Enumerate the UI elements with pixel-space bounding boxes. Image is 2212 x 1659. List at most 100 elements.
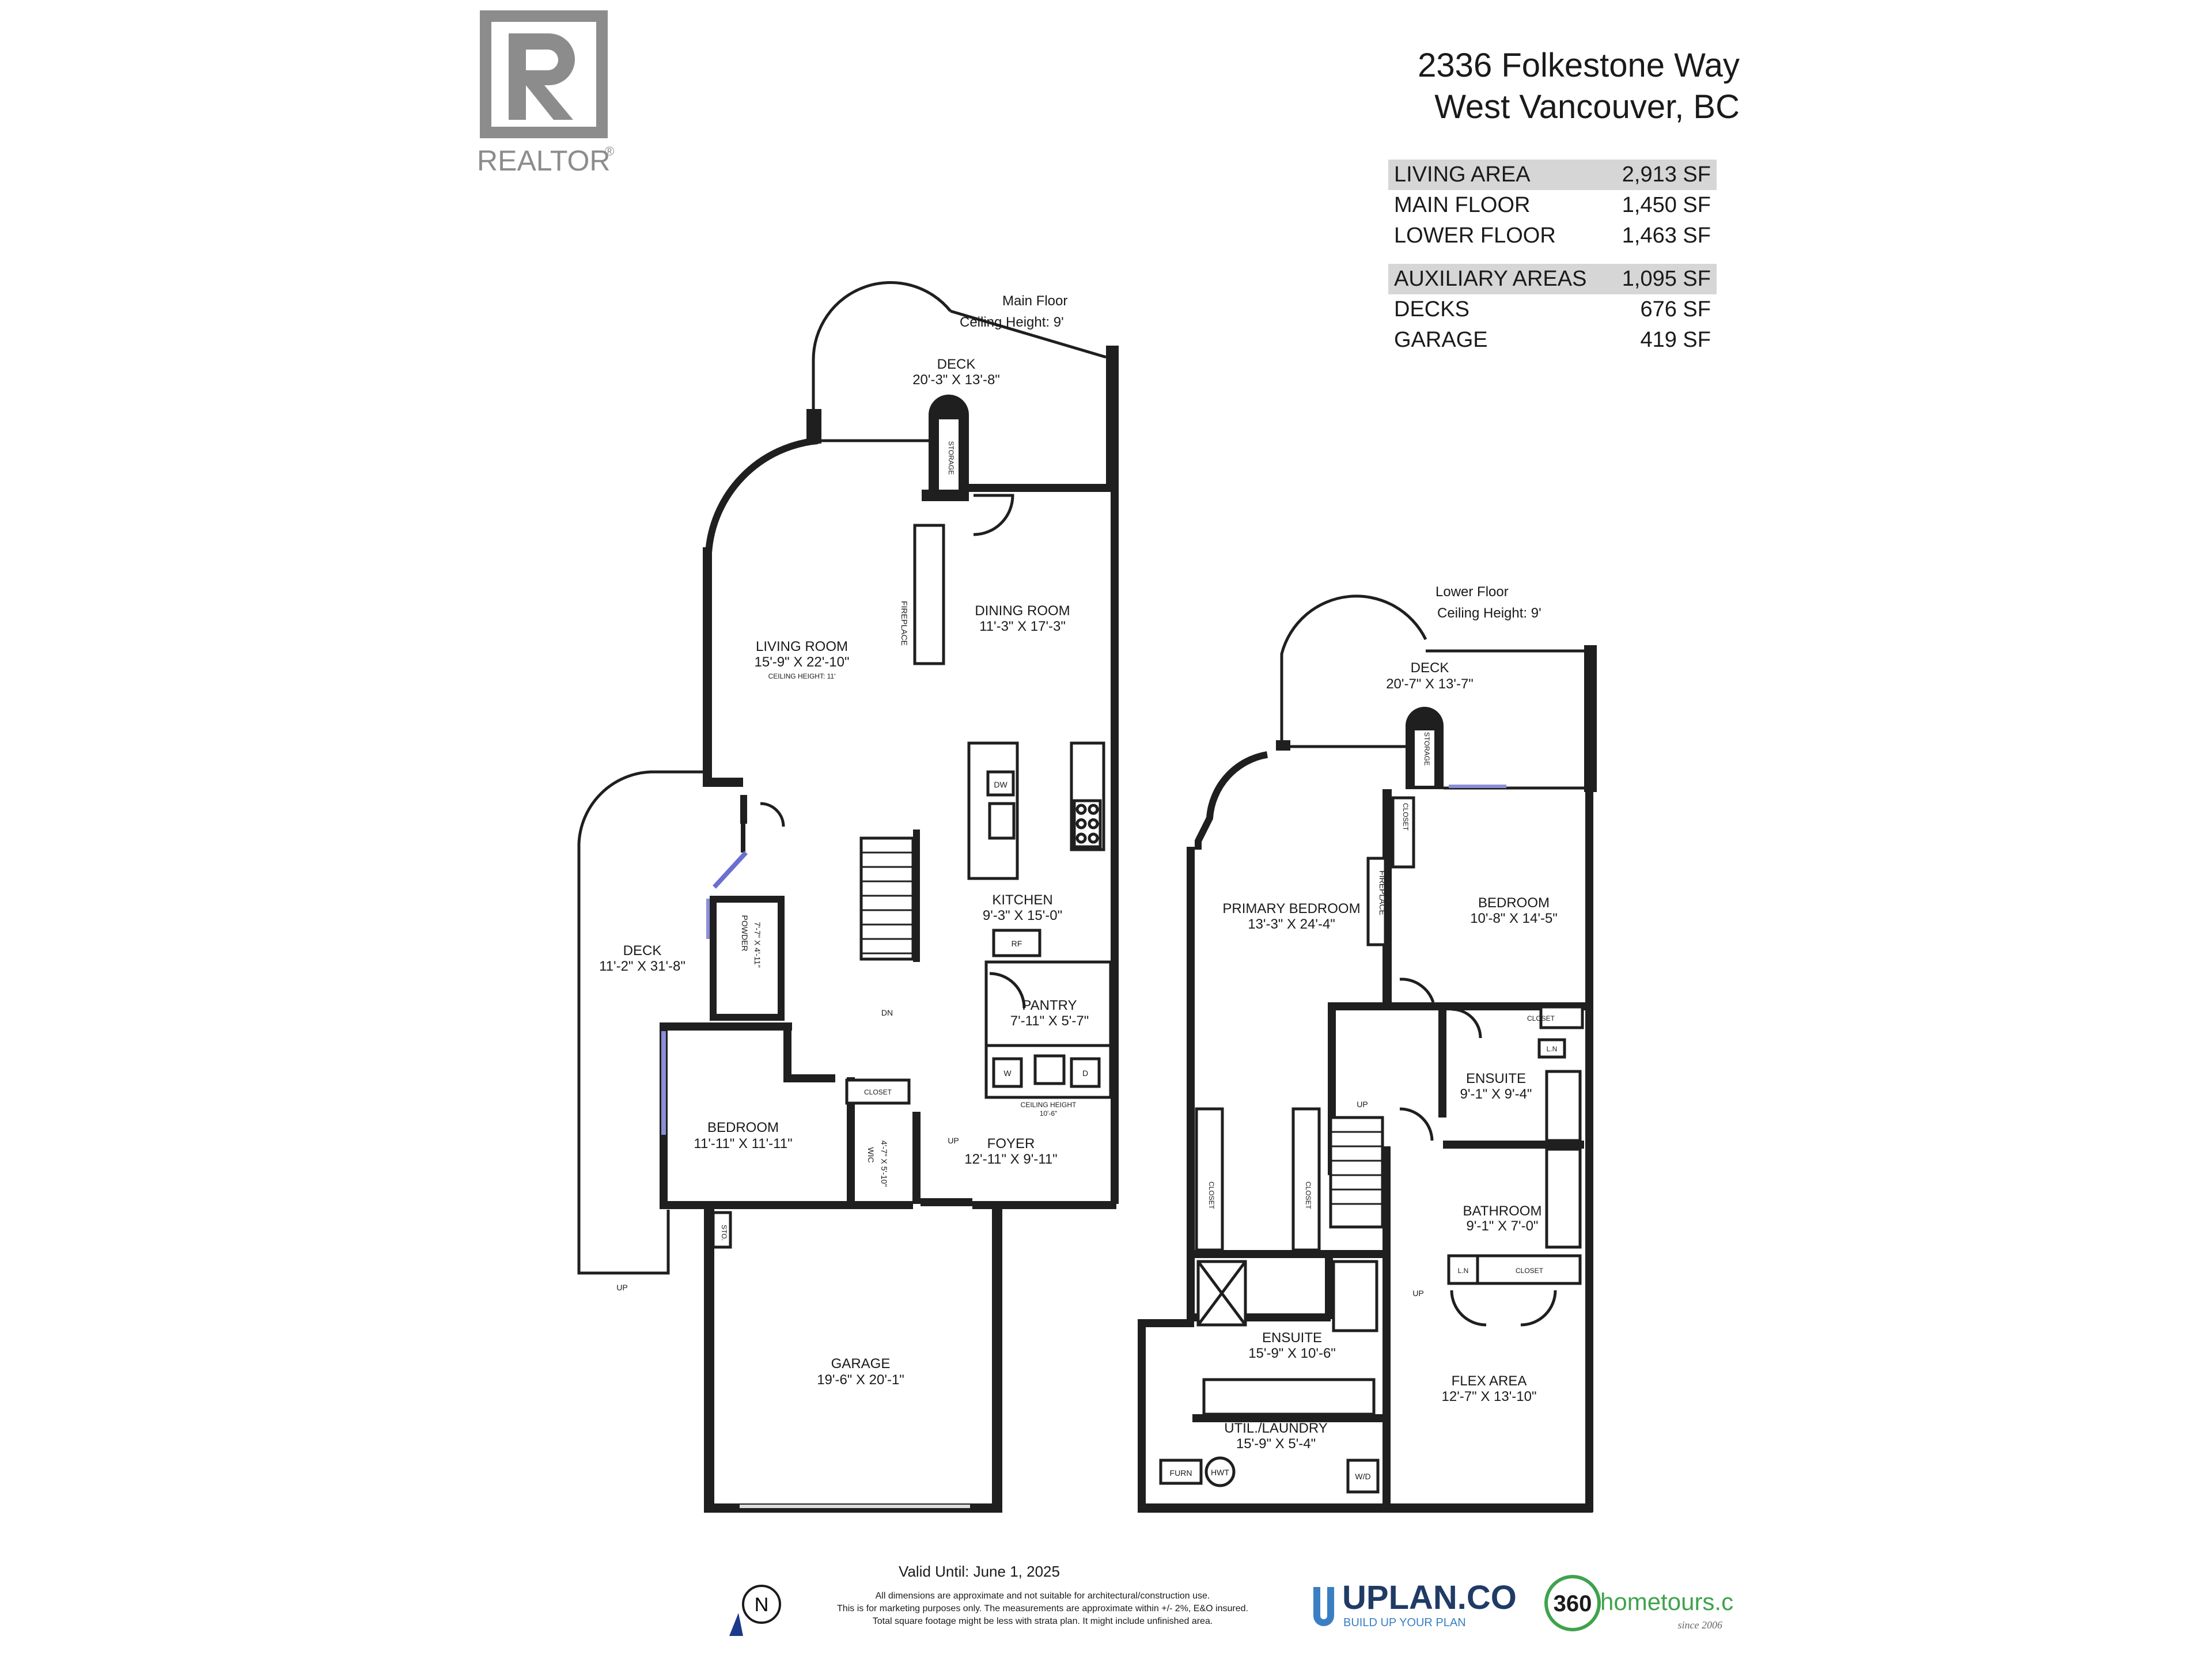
rf-label: RF (1012, 939, 1022, 948)
realtor-mark: ® (605, 144, 614, 158)
area-value: 419 SF (1640, 328, 1711, 352)
laundry-ceiling-value: 10'-6" (1040, 1109, 1058, 1118)
main-deck-top-dims: 20'-3" X 13'-8" (912, 372, 1000, 388)
kitchen-sink (988, 802, 1016, 840)
ln-label-2: L.N (1458, 1267, 1469, 1275)
lower-bedroom-dims: 10'-8" X 14'-5" (1470, 911, 1558, 926)
side-deck-name: DECK (623, 943, 662, 959)
foyer-dims: 12'-11" X 9'-11" (964, 1152, 1057, 1167)
furnace-box (1159, 1459, 1203, 1485)
lower-fireplace (1366, 857, 1387, 946)
garage-name: GARAGE (831, 1356, 891, 1372)
shower-bathroom (1545, 1147, 1582, 1249)
area-row-living: LIVING AREA 2,913 SF (1388, 160, 1717, 190)
primary-dims: 13'-3" X 24'-4" (1248, 916, 1335, 932)
lower-floor-ceiling: Ceiling Height: 9' (1437, 605, 1541, 621)
lower-stair-treads (1331, 1131, 1382, 1205)
primary-closet-right (1291, 1107, 1321, 1252)
dining-dims: 11'-3" X 17'-3" (979, 619, 1066, 634)
area-value: 1,450 SF (1622, 193, 1711, 217)
ensuite-large-dims: 15'-9" X 10'-6" (1248, 1346, 1336, 1361)
lower-floor-title: Lower Floor (1435, 584, 1509, 600)
area-row-auxiliary: AUXILIARY AREAS 1,095 SF (1388, 264, 1717, 294)
wd-label: W/D (1355, 1472, 1370, 1481)
ensuite-small-dims: 9'-1" X 9'-4" (1460, 1086, 1532, 1102)
lower-closet2-label: CLOSET (1516, 1267, 1544, 1275)
wic-dims: 4'-7" X 5'-10" (880, 1141, 889, 1187)
shower-ensuite-small (1545, 1070, 1582, 1142)
util-dims: 15'-9" X 5'-4" (1236, 1436, 1316, 1452)
dining-door-arc (973, 494, 1014, 536)
living-note: CEILING HEIGHT: 11' (768, 672, 836, 680)
area-value: 676 SF (1640, 297, 1711, 321)
area-label: AUXILIARY AREAS (1394, 267, 1587, 291)
living-curved-wall (705, 437, 819, 554)
lower-deck-dims: 20'-7" X 13'-7" (1386, 676, 1474, 692)
360-hometours-logo: 360 hometours.ca since 2006 (1544, 1570, 1747, 1639)
area-row-lower-floor: LOWER FLOOR 1,463 SF (1388, 221, 1717, 251)
lower-closet-1 (1539, 1005, 1584, 1029)
ensuite-small-name: ENSUITE (1466, 1071, 1526, 1086)
laundry-outline (984, 1044, 1112, 1099)
dryer-label: D (1082, 1069, 1088, 1078)
disclaimer-line2: This is for marketing purposes only. The… (837, 1604, 1248, 1613)
powder-dims: 7'-7" X 4'-11" (753, 922, 762, 968)
side-deck-up-label: UP (616, 1283, 627, 1292)
side-deck-dims: 11'-2" X 31'-8" (599, 959, 685, 974)
north-compass-icon: N (726, 1578, 789, 1642)
dishwasher-box (986, 770, 1015, 797)
main-top-deck-arc (812, 281, 952, 415)
main-floor-plan (577, 281, 1119, 1513)
hwt-circle (1205, 1456, 1236, 1487)
powder-name: POWDER (740, 915, 749, 952)
lower-up-label-2: UP (1412, 1289, 1423, 1298)
bedroom-closet (1391, 796, 1415, 869)
double-vanity (1202, 1378, 1376, 1416)
bathroom-name: BATHROOM (1463, 1203, 1542, 1219)
address-line1: 2336 Folkestone Way (1418, 47, 1740, 84)
laundry-ceiling: CEILING HEIGHT (1021, 1101, 1077, 1109)
bathroom-dims: 9'-1" X 7'-0" (1467, 1218, 1539, 1234)
area-value: 1,463 SF (1622, 224, 1711, 248)
lower-bedroom-name: BEDROOM (1478, 895, 1550, 911)
primary-name: PRIMARY BEDROOM (1222, 901, 1360, 916)
pantry-dims: 7'-11" X 5'-7" (1010, 1013, 1089, 1029)
realtor-logo-text: REALTOR (477, 145, 611, 177)
ensuite-large-name: ENSUITE (1262, 1330, 1322, 1346)
lower-right-wall (1585, 786, 1593, 1512)
uplan-tagline: BUILD UP YOUR PLAN (1343, 1616, 1466, 1629)
hwt-label: HWT (1211, 1468, 1229, 1477)
lower-floor-plan (1138, 594, 1597, 1513)
foyer-up-label: UP (948, 1136, 959, 1145)
sto-label: STO. (720, 1225, 728, 1241)
ln-label-1: L.N (1547, 1045, 1558, 1053)
living-name: LIVING ROOM (756, 639, 848, 654)
ht-360: 360 (1554, 1591, 1592, 1616)
pantry-door-arc (989, 972, 1026, 1009)
lower-up-label: UP (1357, 1100, 1368, 1109)
north-label: N (755, 1594, 769, 1616)
dining-name: DINING ROOM (975, 603, 1070, 619)
foyer-name: FOYER (987, 1136, 1035, 1152)
area-row-decks: DECKS 676 SF (1388, 294, 1717, 325)
area-summary-table: LIVING AREA 2,913 SF MAIN FLOOR 1,450 SF… (1388, 160, 1717, 355)
area-row-garage: GARAGE 419 SF (1388, 325, 1717, 355)
uplan-u-icon (1313, 1587, 1334, 1626)
area-value: 2,913 SF (1622, 162, 1711, 187)
kitchen-dims: 9'-3" X 15'-0" (983, 908, 1062, 923)
lower-stair (1329, 1116, 1384, 1229)
realtor-logo: REALTOR ® (477, 10, 615, 180)
main-right-wall (1111, 484, 1119, 1204)
main-stair-treads (861, 851, 913, 955)
lower-storage-label: STORAGE (1423, 732, 1431, 766)
garage-left-wall (704, 1209, 714, 1509)
uplan-logo: UPLAN.CO BUILD UP YOUR PLAN (1308, 1575, 1527, 1633)
flex-name: FLEX AREA (1452, 1373, 1527, 1389)
area-label: GARAGE (1394, 328, 1488, 352)
main-stair (859, 836, 915, 961)
util-name: UTIL./LAUNDRY (1224, 1421, 1328, 1436)
dw-label: DW (994, 780, 1007, 789)
valid-until: Valid Until: June 1, 2025 (899, 1563, 1060, 1580)
main-storage-label: STORAGE (947, 441, 955, 475)
